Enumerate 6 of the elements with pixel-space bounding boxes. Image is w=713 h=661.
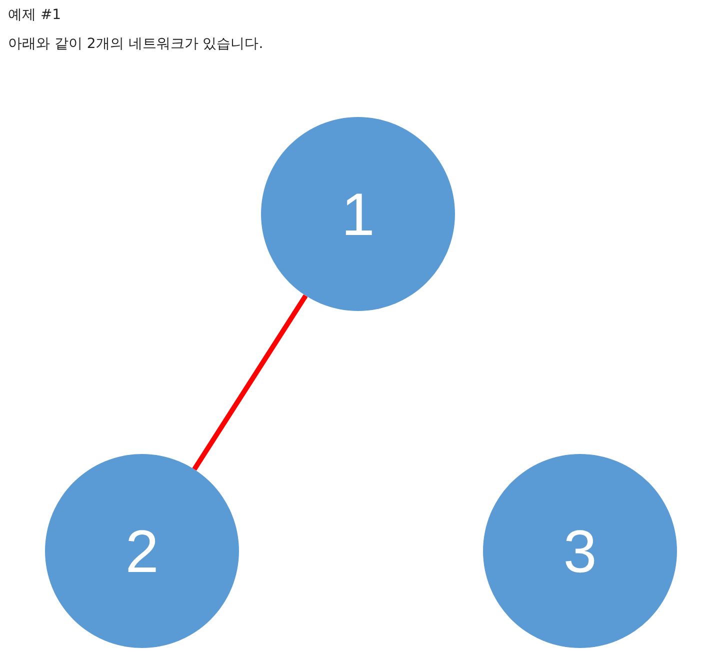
connector-line bbox=[192, 294, 308, 471]
node-label: 2 bbox=[125, 516, 159, 586]
node-label: 3 bbox=[563, 516, 597, 586]
description-text: 아래와 같이 2개의 네트워크가 있습니다. bbox=[8, 35, 264, 53]
title-text: 예제 #1 bbox=[8, 6, 62, 24]
node-label: 1 bbox=[341, 180, 375, 248]
